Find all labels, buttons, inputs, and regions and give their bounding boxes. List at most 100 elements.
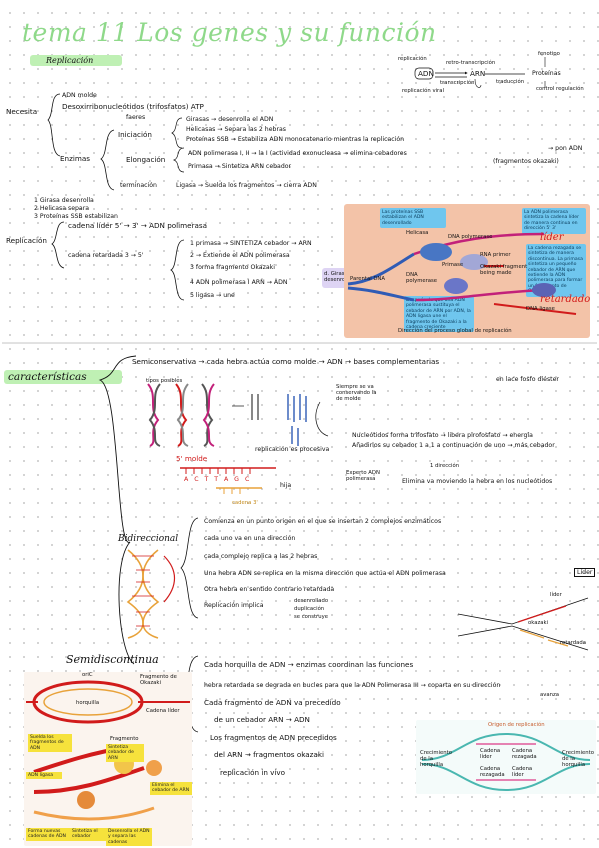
dogma-retro: retro-transcripción [446,60,496,66]
procesiva-experto: Experto ADN polimerasa [346,470,380,482]
semidis-line-4: de un cebador ARN → ADN [214,715,310,724]
bidir-line-4: Una hebra ADN se replica en la misma dir… [204,570,446,577]
hija-label: hija [280,482,292,489]
bubble-note-3: Sintetiza cebador de ARN [106,744,144,763]
lider-retardada-fork-drawing [457,597,589,651]
fig1-polymerase-2: DNA polymerase [406,272,438,284]
procesiva-nucleotidos: Nucleótidos forma trifosfato → libera pi… [352,432,533,439]
cadena-lider: cadena líder 5' → 3' → ADN polimerasa [68,221,208,230]
origen-title: Origen de replicación [488,722,545,728]
origen-cadena-d: Cadena líder [512,766,533,778]
fig1-caption: Dirección del proceso global de replicac… [398,328,512,334]
fig1-helicase: Helicasa [406,230,429,236]
page-title: tema 11 Los genes y su función [22,18,437,47]
retardada-brace [170,239,185,301]
adn-polimerasa-line: ADN polimerasa I, II → la I (actividad e… [188,150,407,157]
helicasa-line: Helicasas → Separa las 2 hebras [186,126,287,133]
fig1-primase: Primase [442,262,464,268]
faeres: faeres [126,114,146,121]
fig1-okazaki: Okazaki fragment being made [480,264,528,276]
dogma-viral: replicación viral [402,88,444,94]
adn-molde: ADN molde [62,92,97,99]
semidis-line-7: replicación in vivo [220,768,286,777]
procesiva-anadir: Añadirlos su cebador 1 a 1 a continuació… [352,442,555,449]
fork-retardada-label: retardada [560,640,586,646]
dogma-adn: ADN [418,69,434,78]
iniciacion-label: Iniciación [118,130,152,139]
fig1-lider-label: líder [540,232,564,243]
tipos-label: tipos posibles [146,378,183,384]
bubble-note-7: Elimina el cebador de ARN [150,782,192,795]
procesiva-label: replicación es procesiva [255,446,330,453]
fig1-retardado-label: retardado [540,294,591,305]
siempre-conserva-note: Siempre se va conservando la de molde [336,384,377,402]
bidir-line-6: Replicación implica [204,602,264,609]
fig1-polymerase: DNA polymerase [448,234,493,240]
replication-bubble-figure: oriC Fragmento de Okazaki horquilla Cade… [24,672,192,846]
fig1-box-ssb: Las proteínas SSB estabilizan el ADN des… [380,208,446,229]
bubble-note-5: Sintetiza el cebador [70,828,106,841]
page-subtitle: Replicación [46,56,94,65]
cadena-3-label: cadena 3' [232,500,258,506]
bubble-note-6: Desenrolla el ADN y separa las cadenas [106,828,152,846]
caracteristicas-label: características [8,371,87,383]
origen-cadena-b: Cadena rezagada [512,748,537,760]
origen-crec-left: Crecimiento de la horquilla [420,750,452,768]
dogma-traduccion: traducción [496,79,525,85]
fork-okazaki-label: okazaki [528,620,549,626]
paso-2: 2 Helicasa separa [34,205,90,212]
dogma-arrows [414,57,546,88]
retardada-paso-2: 2 → Extiende el ADN polimerasa [190,252,290,259]
girasa-line: Girasas → desenrolla el ADN [186,116,274,123]
semiconservativa-line: Semiconservativa → cada hebra actúa como… [132,357,440,366]
dogma-replicacion: replicación [398,56,427,62]
dogma-arn: ARN [470,69,486,78]
bidireccional-label: Bidireccional [118,534,179,544]
retardada-paso-5: 5 ligasa → une [190,292,235,299]
fork-lider-label: líder [550,592,562,598]
necesita-brace [47,93,61,157]
fig1-box-polimerasa: La ADN polimerasa sintetiza la cadena lí… [522,208,586,234]
caracteristicas-brace [98,355,137,665]
fig1-rna-primer: RNA primer [480,252,511,258]
procesiva-direccion: 1 dirección [430,463,460,469]
molde-secuencia: A C T T A G C [184,476,252,483]
section-divider [2,342,597,344]
bidir-line-1: Comienza en un punto origen en el que se… [204,518,442,525]
retardada-paso-1: 1 primasa → SINTETIZA cebador → ARN [190,240,312,247]
bidir-line-3: cada complejo replica a las 2 hebras [204,553,318,560]
bidireccional-brace [180,517,199,619]
girasa-note: d. Girasa desenrolla [324,271,352,283]
fig1-parental: Parental DNA [350,276,386,282]
semidiscontinua-label: Semidiscontinua [66,653,159,666]
origen-cadena-a: Cadena líder [480,748,501,760]
iniciacion-brace [171,117,183,149]
replication-fork-figure: Las proteínas SSB estabilizan el ADN des… [344,204,590,338]
retardada-paso-3: 3 forma fragmento Okazaki [190,264,275,271]
bidir-line-2: cada uno va en una dirección [204,535,296,542]
fig1-ligase: DNA ligase [526,306,555,312]
bidir-lider-box: Líder [574,568,596,577]
semidis-line-5: Los fragmentos de ADN precedidos [210,733,337,742]
dogma-fenotipo: fenotipo [538,51,560,57]
paso-3: 3 Proteínas SSB estabilizan [34,213,118,220]
ssb-line: Proteínas SSB → Estabiliza ADN monocaten… [186,136,405,143]
subtitle-highlight [30,55,122,66]
pon-adn-note: → pon ADN [548,145,583,152]
desoxirribonucleotidos: Desoxirribonucleótidos (trifosfatos) ATP [62,102,204,111]
semidis-line-2: hebra retardada se degrada en bucles par… [204,682,501,689]
semidis-line-1: Cada horquilla de ADN → enzimas coordina… [204,660,414,669]
bubble-note-8: ADN ligasa [26,772,62,780]
bidir-desenrollado: desenrollado [294,598,329,604]
bidir-line-5: Otra hebra en sentido contrario retardad… [204,586,335,593]
fragmentos-okazaki-note: (fragmentos okazaki) [493,158,559,165]
enzimas-brace [100,129,115,191]
terminacion-label: terminación [120,182,157,189]
semidis-line-3: Cada fragmento de ADN va precedido [204,698,341,707]
replicacion-label: Replicación [6,236,47,245]
replicacion-brace [51,221,65,269]
bidirectional-bubbles-drawing [126,549,176,639]
origen-replicacion-figure: Origen de replicación Cadena líder Caden… [416,720,596,794]
enzimas-label: Enzimas [60,154,91,163]
bubble-horquilla: horquilla [76,700,100,706]
